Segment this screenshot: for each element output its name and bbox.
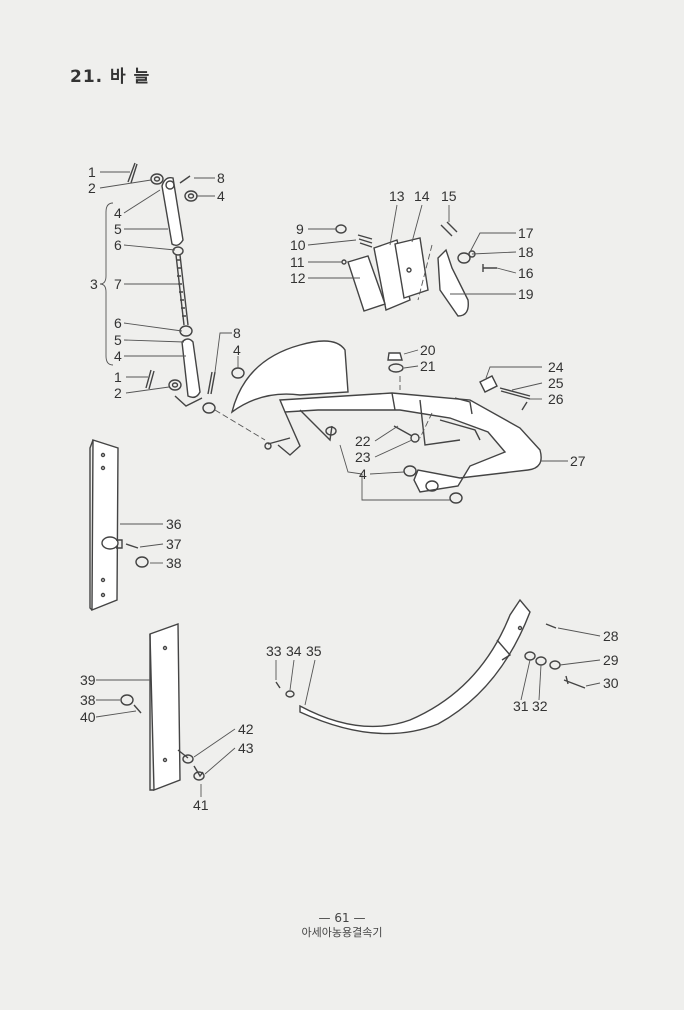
page-number: — 61 — (318, 911, 366, 925)
clamp-plate-assembly (335, 221, 497, 317)
bracket-39 (120, 623, 205, 792)
callout-33: 33 (266, 643, 282, 659)
callout-labels: 1 2 8 4 4 5 6 3 7 6 5 4 1 2 8 4 9 10 11 … (80, 164, 619, 813)
callout-38-b: 38 (80, 692, 96, 708)
callout-36: 36 (166, 516, 182, 532)
callout-4-d: 4 (359, 466, 367, 482)
callout-24: 24 (548, 359, 564, 375)
pin-parts (479, 375, 531, 411)
needle-frame-assembly (230, 340, 542, 504)
callout-19: 19 (518, 286, 534, 302)
callout-1-bottom: 1 (114, 369, 122, 385)
callout-2-bottom: 2 (114, 385, 122, 401)
callout-5-b: 5 (114, 332, 122, 348)
callout-35: 35 (306, 643, 322, 659)
callout-43: 43 (238, 740, 254, 756)
callout-27: 27 (570, 453, 586, 469)
callout-28: 28 (603, 628, 619, 644)
callout-38-a: 38 (166, 555, 182, 571)
callout-13: 13 (389, 188, 405, 204)
callout-6-a: 6 (114, 237, 122, 253)
callout-21: 21 (420, 358, 436, 374)
callout-20: 20 (420, 342, 436, 358)
publisher-name: 아세아농용결속기 (301, 926, 383, 939)
callout-16: 16 (518, 265, 534, 281)
callout-31: 31 (513, 698, 529, 714)
callout-5-a: 5 (114, 221, 122, 237)
callout-1-top: 1 (88, 164, 96, 180)
callout-30: 30 (603, 675, 619, 691)
callout-37: 37 (166, 536, 182, 552)
needle (275, 598, 586, 735)
callout-32: 32 (532, 698, 548, 714)
callout-41: 41 (193, 797, 209, 813)
callout-12: 12 (290, 270, 306, 286)
callout-34: 34 (286, 643, 302, 659)
callout-17: 17 (518, 225, 534, 241)
callout-8-bottom: 8 (233, 325, 241, 341)
callout-29: 29 (603, 652, 619, 668)
callout-26: 26 (548, 391, 564, 407)
callout-8-top: 8 (217, 170, 225, 186)
callout-15: 15 (441, 188, 457, 204)
callout-4-c: 4 (233, 342, 241, 358)
callout-39: 39 (80, 672, 96, 688)
callout-6-b: 6 (114, 315, 122, 331)
callout-3: 3 (90, 276, 98, 292)
callout-25: 25 (548, 375, 564, 391)
section-title: 21. 바 늘 (70, 67, 151, 87)
callout-2-top: 2 (88, 180, 96, 196)
callout-4-b: 4 (114, 348, 122, 364)
callout-9: 9 (296, 221, 304, 237)
bracket-36 (89, 439, 149, 612)
callout-18: 18 (518, 244, 534, 260)
callout-22: 22 (355, 433, 371, 449)
leader-lines (95, 171, 601, 797)
callout-4-a: 4 (114, 205, 122, 221)
callout-23: 23 (355, 449, 371, 465)
callout-42: 42 (238, 721, 254, 737)
callout-11: 11 (290, 254, 305, 270)
callout-4-top: 4 (217, 188, 225, 204)
callout-7: 7 (114, 276, 122, 292)
callout-10: 10 (290, 237, 306, 253)
callout-14: 14 (414, 188, 430, 204)
callout-40: 40 (80, 709, 96, 725)
